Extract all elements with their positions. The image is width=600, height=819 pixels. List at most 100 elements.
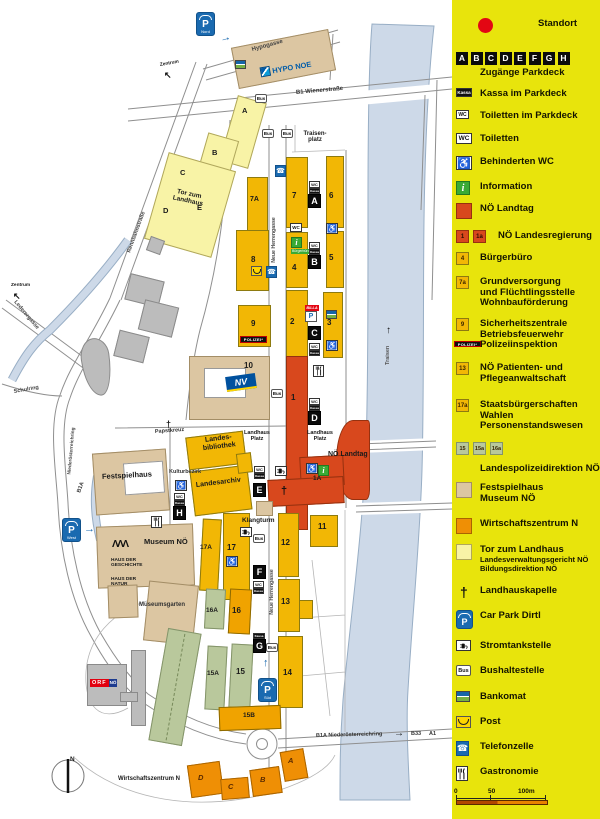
standort-dot-icon [478,18,493,33]
map-label: Zentrum [11,283,31,288]
map-label: A [242,106,248,115]
scale-tick-label: 50 [488,788,496,795]
legend-label: NÖ Landtag [480,203,534,214]
map-label: 11 [318,522,327,531]
legend-label: Festspielhaus Museum NÖ [480,482,544,504]
building-wz-d [186,760,225,799]
building-b15a [204,645,228,711]
car-park-icon: P [456,610,473,629]
map-label: 1 [291,393,296,402]
stromtankstelle-icon [456,640,471,651]
legend-label: Behinderten WC [480,156,554,167]
map-label: Museumsgarten [139,602,186,608]
legend-label: Telefonzelle [480,741,534,752]
wheelchair-icon: ♿ [306,463,318,474]
direction-arrow-icon: → [394,728,404,739]
parkdeck-entrance-D: D [308,411,321,425]
wheelchair-icon: ♿ [175,480,187,491]
gastronomie-icon [151,516,162,528]
stromtankstelle-icon [275,466,287,476]
map-label: 15 [236,667,245,676]
legend-label: Tor zum Landhaus [480,544,564,555]
building-number-swatch: 13 [456,362,469,375]
telephone-icon: ☎ [266,266,277,278]
parkdeck-entrance-H: H [173,506,186,520]
parkdeck-entrance-G: G [253,639,266,653]
stream-muehlbach-fill [8,237,131,382]
kassa-icon: Kassa [253,633,265,639]
parkdeck-entrance-B: B [308,255,321,269]
kassa-icon: Kassa [456,88,472,97]
scale-notch [490,795,491,800]
bus-stop-icon: Bus [271,389,283,398]
wc-icon: WC [456,133,472,144]
bankomat-icon [456,691,470,702]
direction-arrow-icon: ↑ [263,657,269,669]
bus-stop-icon: Bus [281,129,293,138]
building-b14 [278,636,303,708]
map-label: 3 [327,318,332,327]
map-label: B33 [411,731,422,737]
map-label: HAUS DER NATUR [111,577,137,588]
legend-label: Gastronomie [480,766,539,777]
map-label: 12 [281,538,290,547]
map-label: N [70,756,75,763]
map-label: D [198,773,204,782]
legend-label: Staatsbürgerschaften Wahlen Personenstan… [480,399,583,431]
map-label: Traisen [385,345,392,365]
bus-stop-icon: Bus [255,94,267,103]
building-number-swatch: 17a [456,399,469,412]
map-label: 16A [206,607,218,614]
roundabout-island [256,738,268,750]
map-label: 14 [283,668,292,677]
legend-label: Post [480,716,501,727]
chapel-cross-icon: † [460,584,468,600]
scale-bar [456,800,548,805]
building-wz-c [220,776,250,801]
map-label: Museum NÖ [144,537,188,546]
building-wz-b [249,766,283,797]
bus-stop-icon: Bus [266,643,278,652]
roof-line [165,633,186,741]
map-label: 15B [243,712,255,719]
wheelchair-icon: ♿ [326,223,338,234]
chapel-cross-icon: † [281,485,288,497]
map-label: 1A [313,475,322,482]
gastronomie-icon [313,365,324,377]
festspielhaus-swatch [456,482,472,498]
scale-notch [456,795,457,800]
legend-label: Car Park Dirtl [480,610,541,621]
building-number-swatch: 4 [456,252,469,265]
polizei-badge: POLIZEI* [240,336,267,343]
legend-label: Standort [538,18,578,29]
map-label: 9 [251,319,256,328]
building-b7 [286,157,308,228]
wheelchair-icon: ♿ [326,340,338,351]
direction-arrow-icon: ↖ [13,291,21,301]
map-label: 7 [292,191,297,200]
building-orf-foot [120,692,138,702]
scale-notch [545,795,546,800]
telephone-icon: ☎ [275,165,286,177]
building-b1a-lower [267,476,345,507]
road-schulring [1,383,63,397]
post-icon [456,716,471,728]
legend-label: Bushaltestelle [480,665,545,676]
map-label: D [163,206,169,215]
wc-icon: WC [290,223,302,232]
direction-arrow-icon: ↖ [164,70,172,80]
building-b8 [236,230,269,291]
information-icon: i [456,181,470,195]
bus-stop-icon: Bus [262,129,274,138]
map-label: 15A [207,670,219,677]
